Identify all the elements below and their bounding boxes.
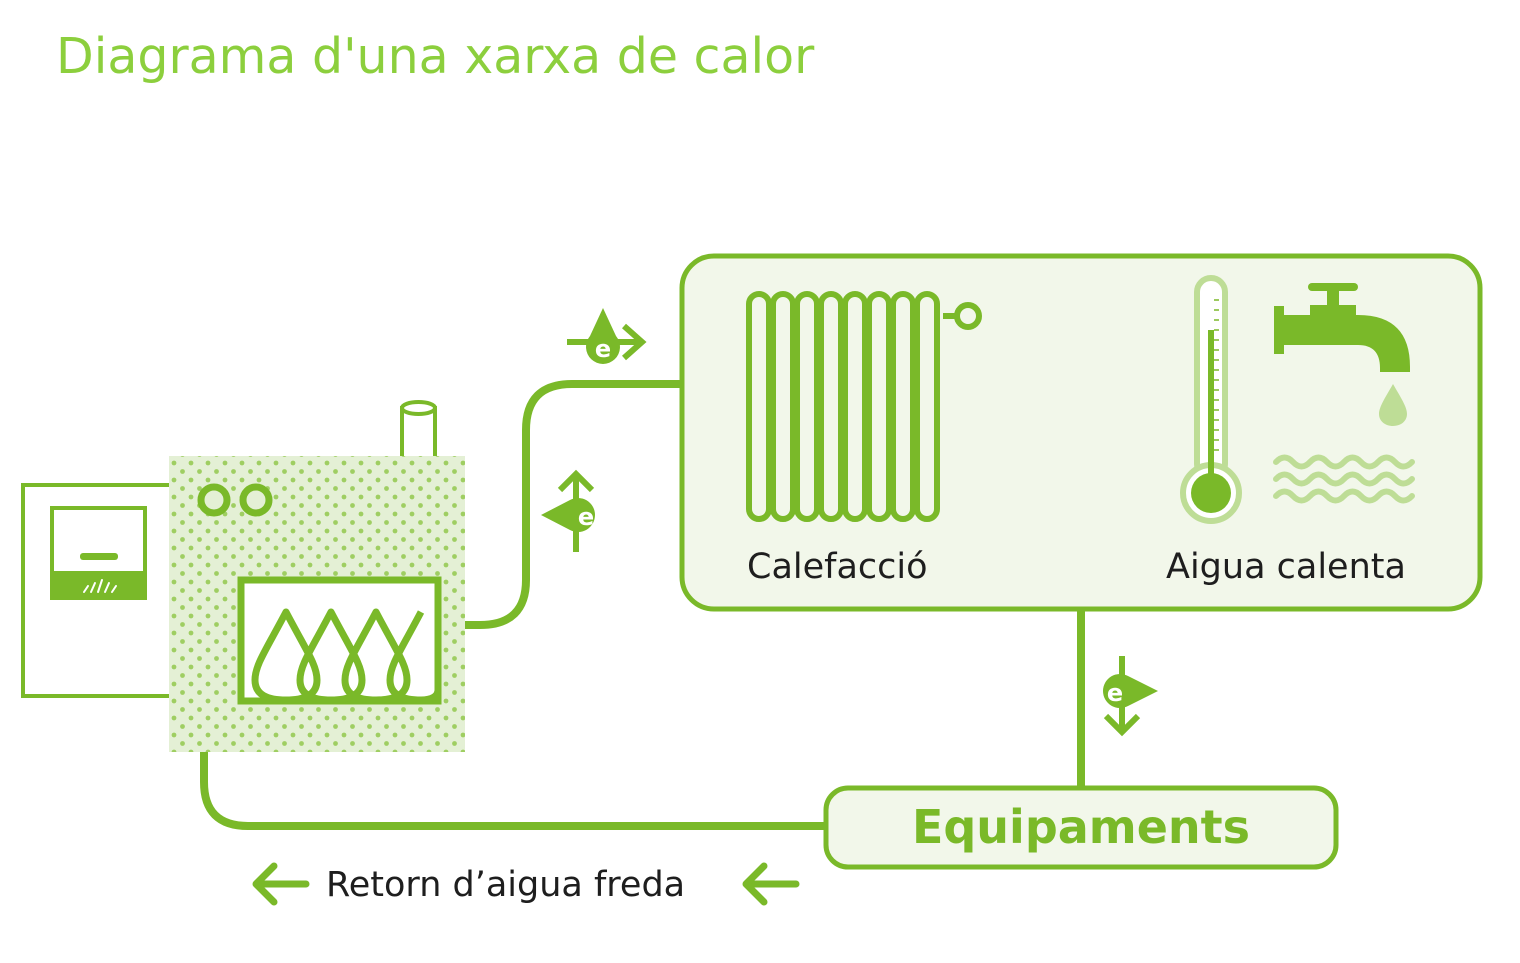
energy-arrow-icon: e [541,469,595,552]
return-label: Retorn d’aigua freda [326,865,685,905]
thermometer-icon [1180,275,1242,524]
arrow-left-icon [252,862,310,906]
tap-icon [1274,283,1410,372]
energy-arrow-icon: e [1103,656,1158,737]
control-panel-icon [21,483,175,698]
radiator-icon [746,291,982,522]
water-waves-icon [1273,454,1415,504]
page-title: Diagrama d'una xarxa de calor [56,28,815,85]
water-drop-icon [1379,384,1407,426]
energy-symbol: e [595,335,611,363]
return-pipe [200,752,826,830]
flame-icon [251,608,442,704]
chimney-icon [400,400,437,460]
supply-pipe [465,380,682,629]
hot-water-label: Aigua calenta [1166,547,1406,587]
energy-symbol: e [1107,679,1123,707]
arrow-left-icon [742,862,800,906]
facilities-label: Equipaments [912,800,1250,854]
heating-label: Calefacció [747,547,928,587]
boiler-icon [169,456,465,752]
energy-arrow-icon: e [567,308,647,364]
facilities-box [823,785,1339,870]
energy-symbol: e [578,503,594,531]
